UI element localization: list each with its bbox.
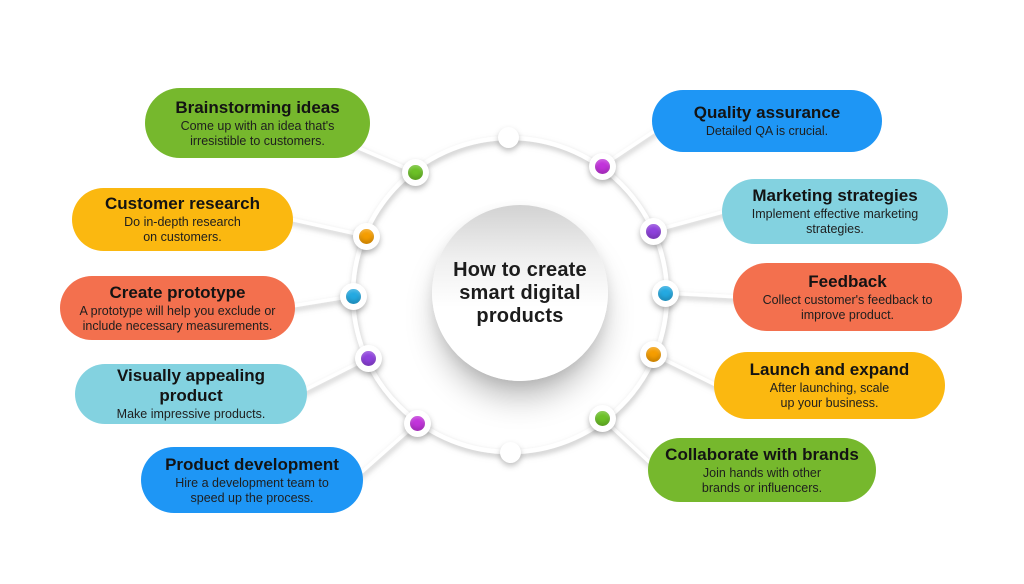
bubble-marketing-strategies: Marketing strategies Implement effective… <box>722 179 948 244</box>
bubble-title: Feedback <box>808 271 887 291</box>
bubble-brainstorming-ideas: Brainstorming ideas Come up with an idea… <box>145 88 370 158</box>
bubble-description: Make impressive products. <box>116 407 266 421</box>
bubble-title: Product development <box>165 454 339 474</box>
bubble-collaborate-with-brands: Collaborate with brands Join hands with … <box>648 438 876 502</box>
bubble-description: Come up with an idea that's irresistible… <box>180 118 335 148</box>
bubble-title: Brainstorming ideas <box>175 97 340 117</box>
node-dot-customer-research <box>353 223 380 250</box>
node-dot-visually-appealing <box>355 345 382 372</box>
node-dot-feedback <box>652 280 679 307</box>
node-dot-product-development <box>404 410 431 437</box>
bubble-description: Join hands with other brands or influenc… <box>701 465 823 495</box>
ring-node-bottom <box>500 442 521 463</box>
node-dot-marketing <box>640 218 667 245</box>
node-dot-collaborate <box>589 405 616 432</box>
dot-core-magenta <box>595 159 610 174</box>
dot-core-magenta <box>410 416 425 431</box>
node-dot-create-prototype <box>340 283 367 310</box>
node-dot-quality-assurance <box>589 153 616 180</box>
dot-core-blue <box>658 286 673 301</box>
bubble-title: Visually appealing product <box>116 366 266 405</box>
bubble-description: Detailed QA is crucial. <box>705 124 829 138</box>
bubble-description: After launching, scale up your business. <box>769 381 890 410</box>
center-circle: How to create smart digital products <box>432 205 608 381</box>
bubble-description: Do in-depth research on customers. <box>124 215 241 244</box>
dot-core-purple <box>646 224 661 239</box>
bubble-customer-research: Customer research Do in-depth research o… <box>72 188 293 251</box>
bubble-create-prototype: Create prototype A prototype will help y… <box>60 276 295 340</box>
bubble-title: Create prototype <box>109 282 246 302</box>
bubble-description: Collect customer's feedback to improve p… <box>762 292 933 322</box>
bubble-visually-appealing-product: Visually appealing product Make impressi… <box>75 364 307 424</box>
bubble-launch-and-expand: Launch and expand After launching, scale… <box>714 352 945 419</box>
dot-core-orange <box>646 347 661 362</box>
ring-node-top <box>498 127 519 148</box>
bubble-quality-assurance: Quality assurance Detailed QA is crucial… <box>652 90 882 152</box>
node-dot-brainstorming <box>402 159 429 186</box>
bubble-title: Launch and expand <box>749 360 910 379</box>
bubble-description: Hire a development team to speed up the … <box>175 475 329 505</box>
bubble-title: Marketing strategies <box>752 186 918 205</box>
bubble-feedback: Feedback Collect customer's feedback to … <box>733 263 962 331</box>
bubble-title: Customer research <box>105 194 260 213</box>
dot-core-purple <box>361 351 376 366</box>
connector-customer-research <box>283 216 368 238</box>
bubble-title: Quality assurance <box>693 103 841 122</box>
bubble-product-development: Product development Hire a development t… <box>141 447 363 513</box>
diagram-title: How to create smart digital products <box>453 258 587 327</box>
bubble-description: A prototype will help you exclude or inc… <box>79 303 276 333</box>
bubble-title: Collaborate with brands <box>665 444 859 464</box>
node-dot-launch <box>640 341 667 368</box>
dot-core-green <box>408 165 423 180</box>
dot-core-green <box>595 411 610 426</box>
dot-core-orange <box>359 229 374 244</box>
dot-core-blue <box>346 289 361 304</box>
bubble-description: Implement effective marketing strategies… <box>751 207 919 236</box>
